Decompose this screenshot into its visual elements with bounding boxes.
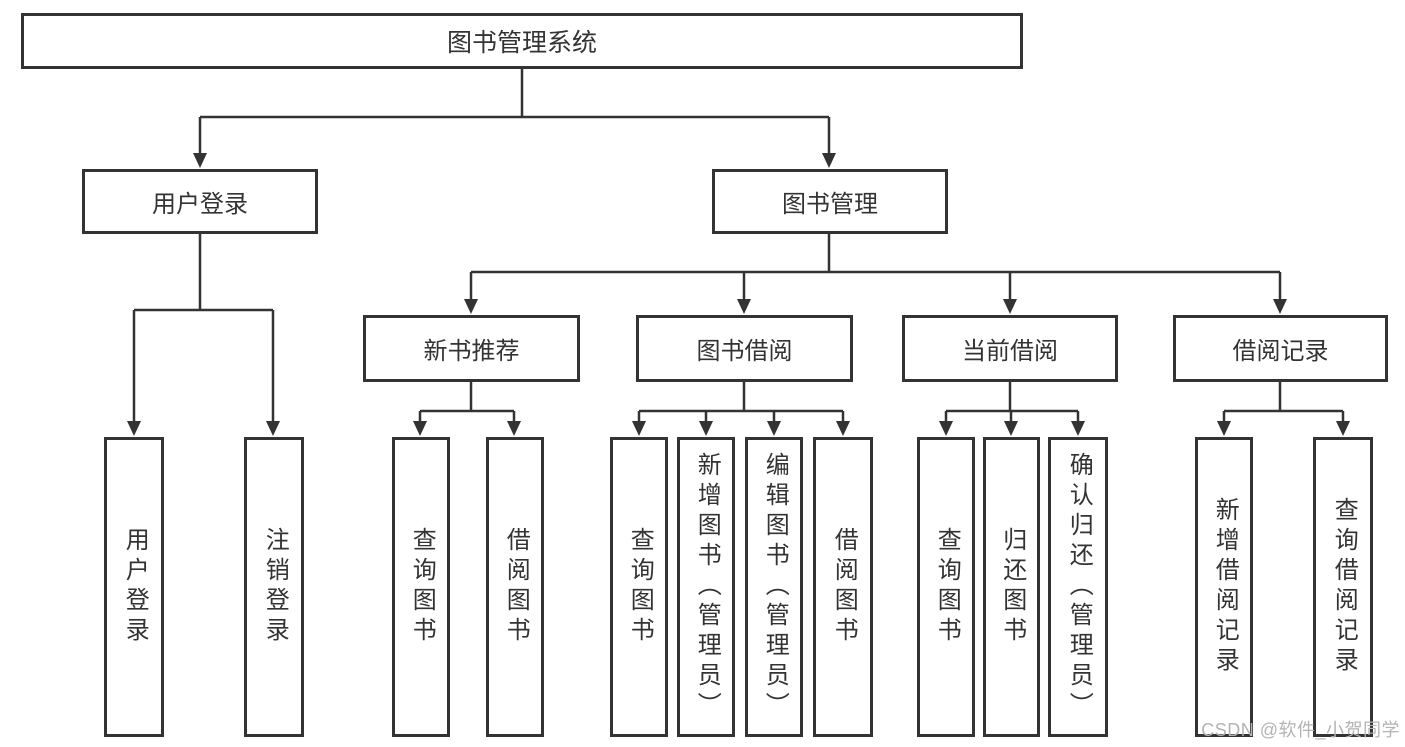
leaf-user-login-label: 用户登录: [121, 527, 149, 647]
leaf-add-book-admin-label: 新增图书（管理员）: [693, 452, 721, 722]
csdn-watermark: CSDN @软件_小贺同学: [1201, 720, 1400, 740]
connector-new-book-recommend: [418, 380, 516, 423]
node-book-management: 图书管理: [712, 169, 948, 234]
connector-current-borrow: [944, 380, 1080, 423]
node-current-borrow: 当前借阅: [902, 315, 1118, 382]
leaf-query-books-current: 查询图书: [917, 437, 975, 737]
leaf-confirm-return-admin-label: 确认归还（管理员）: [1065, 452, 1093, 722]
leaf-edit-book-admin: 编辑图书（管理员）: [745, 437, 803, 737]
leaf-confirm-return-admin: 确认归还（管理员）: [1048, 437, 1108, 737]
connector-book-borrow: [637, 380, 845, 423]
leaf-query-books-current-label: 查询图书: [933, 527, 961, 647]
leaf-return-book: 归还图书: [983, 437, 1040, 737]
node-book-borrow: 图书借阅: [636, 315, 853, 382]
node-user-login: 用户登录: [82, 169, 318, 234]
connector-borrow-records: [1222, 380, 1345, 423]
leaf-return-book-label: 归还图书: [998, 527, 1026, 647]
connector-book-management: [469, 231, 1282, 301]
leaf-query-borrow-record: 查询借阅记录: [1313, 437, 1373, 737]
leaf-query-books-borrow: 查询图书: [610, 437, 668, 737]
leaf-borrow-books-recommend-label: 借阅图书: [502, 527, 530, 647]
leaf-logout: 注销登录: [244, 437, 304, 737]
leaf-add-book-admin: 新增图书（管理员）: [677, 437, 735, 737]
leaf-query-books-recommend: 查询图书: [392, 437, 450, 737]
arrowheads: [127, 153, 1350, 436]
node-borrow-records: 借阅记录: [1173, 315, 1388, 382]
leaf-borrow-book-label: 借阅图书: [830, 527, 858, 647]
node-new-book-recommend: 新书推荐: [363, 315, 580, 382]
connector-root: [198, 66, 831, 155]
leaf-borrow-book: 借阅图书: [813, 437, 873, 737]
leaf-add-borrow-record: 新增借阅记录: [1195, 437, 1253, 737]
leaf-user-login: 用户登录: [104, 437, 164, 737]
leaf-query-borrow-record-label: 查询借阅记录: [1330, 497, 1358, 677]
leaf-query-books-recommend-label: 查询图书: [408, 527, 436, 647]
connector-user-login: [132, 231, 275, 423]
leaf-query-books-borrow-label: 查询图书: [626, 527, 654, 647]
leaf-borrow-books-recommend: 借阅图书: [486, 437, 544, 737]
leaf-add-borrow-record-label: 新增借阅记录: [1211, 497, 1239, 677]
leaf-edit-book-admin-label: 编辑图书（管理员）: [761, 452, 789, 722]
leaf-logout-label: 注销登录: [261, 527, 289, 647]
node-library-management-system: 图书管理系统: [21, 13, 1023, 69]
